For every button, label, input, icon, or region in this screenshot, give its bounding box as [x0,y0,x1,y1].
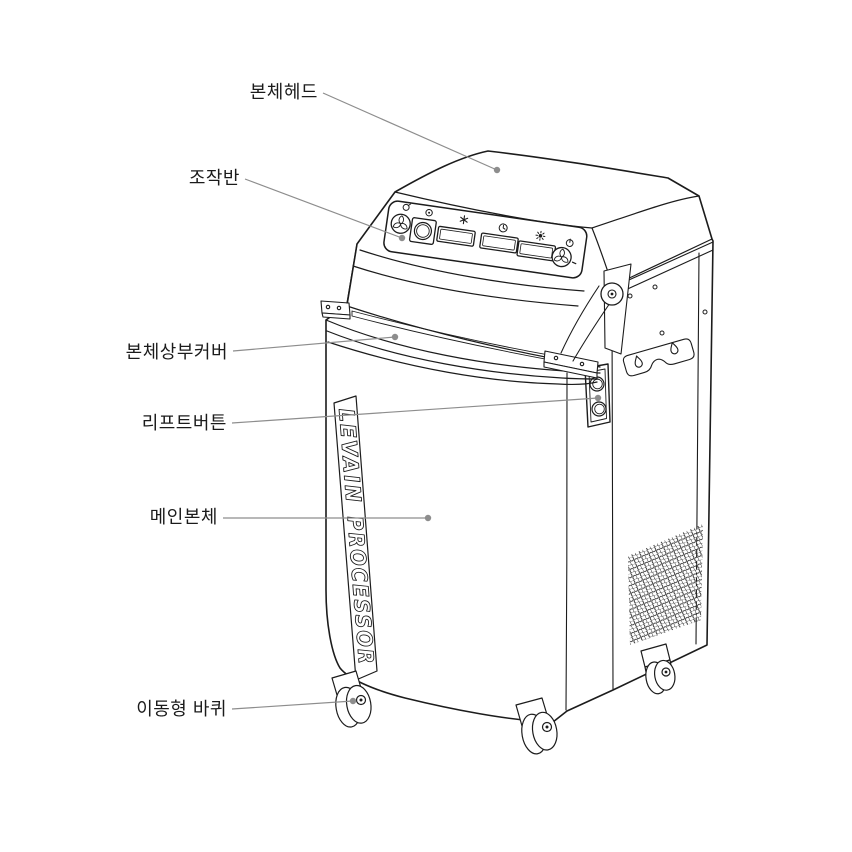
snowflake-icon [459,215,469,225]
label-body-upper-cover: 본체상부커버 [125,342,228,362]
caster-rear-right [640,643,676,695]
head-band-arc [352,265,579,307]
side-handle-cutout [622,338,695,377]
caster-front-center [515,697,558,755]
start-button [408,217,437,245]
display-window-2 [479,232,519,254]
label-body-head: 본체헤드 [249,82,318,102]
side-panel [611,241,714,690]
leader-dot [349,697,357,705]
upper-cover [320,300,601,385]
side-front-corner-edge [611,307,614,690]
side-top-rail-inner [620,249,714,293]
leader-lines [223,92,602,710]
dial-icon [402,203,412,211]
screw [652,284,658,290]
body-top-arc [327,341,598,385]
screws [627,284,708,336]
keyhole-right [670,342,679,355]
left-hinge-bracket [320,300,351,320]
front-right-edge [565,372,568,711]
display-window-1 [436,225,476,247]
head-bottom-right-edge [622,238,713,282]
left-knob [390,213,416,234]
label-control-panel: 조작반 [188,168,240,188]
leader-dot [594,394,602,402]
leader-lift-button [231,394,602,424]
label-caster-wheel: 이동형 바퀴 [136,699,227,719]
leader-dot [493,166,501,174]
head-control-panel [383,200,588,279]
power-icon [565,238,574,247]
right-hinge-bracket [543,350,599,379]
head-left-bottom-edge [346,243,358,304]
dot-icon [425,209,433,217]
leader-dot [398,234,406,242]
clock-icon [498,223,508,233]
screw [702,309,708,315]
display-window-3 [516,240,557,262]
machine-body: LEVAIN PROCESSOR [320,150,714,755]
label-main-body: 메인본체 [149,507,218,527]
brand-strip: LEVAIN PROCESSOR [333,395,379,681]
hinge-arm [560,263,632,362]
leader-body-head [322,92,501,174]
head-bottom-arc [359,249,585,292]
cover-rim-arc2 [326,330,599,380]
leader-main-body [223,514,432,522]
front-face [565,372,568,711]
side-top-rail [619,241,714,285]
leader-dot [424,514,432,522]
head-crease [394,191,700,229]
label-lift-button: 리프트버튼 [141,413,227,433]
caster-front-left [331,670,372,728]
sun-icon [535,230,546,241]
vent-grille [628,524,703,645]
screw [659,330,665,336]
power-knob [551,246,577,268]
leader-dot [391,333,399,341]
keyhole-left [634,355,643,368]
screw [627,293,633,299]
leader-control-panel [244,178,406,242]
leader-upper-cover [232,333,399,352]
leader-caster-wheel [231,697,357,710]
head [346,191,713,307]
